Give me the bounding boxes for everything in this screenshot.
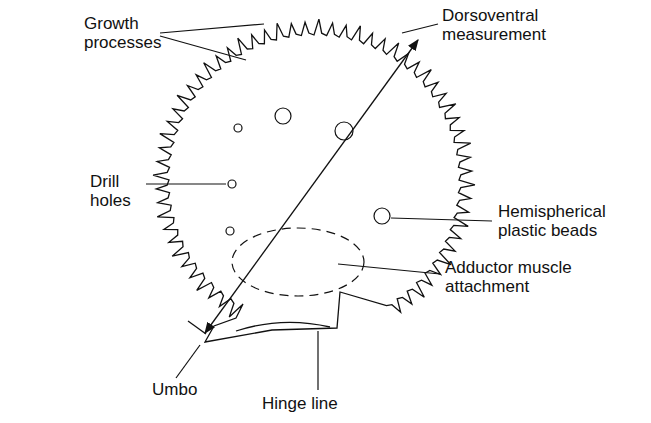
dorsoventral-arrow (205, 40, 418, 333)
measurement-label: Dorsoventral measurement (442, 6, 560, 44)
adductor-outline (232, 228, 364, 296)
shell-edge (153, 19, 475, 342)
shell-outline (153, 19, 475, 342)
part-label: Drill holes (90, 172, 142, 210)
part-label: Hemispherical plastic beads (498, 202, 628, 240)
holes-and-beads (226, 108, 390, 235)
measure-tick (188, 321, 206, 334)
part-label: Adductor muscle attachment (445, 258, 585, 296)
part-label: Umbo (152, 380, 232, 399)
leader-lines (146, 24, 492, 390)
leader-line (402, 24, 438, 33)
part-label: Hinge line (262, 394, 382, 413)
part-label: Growth processes (84, 14, 174, 52)
hinge-ridge (236, 322, 330, 331)
